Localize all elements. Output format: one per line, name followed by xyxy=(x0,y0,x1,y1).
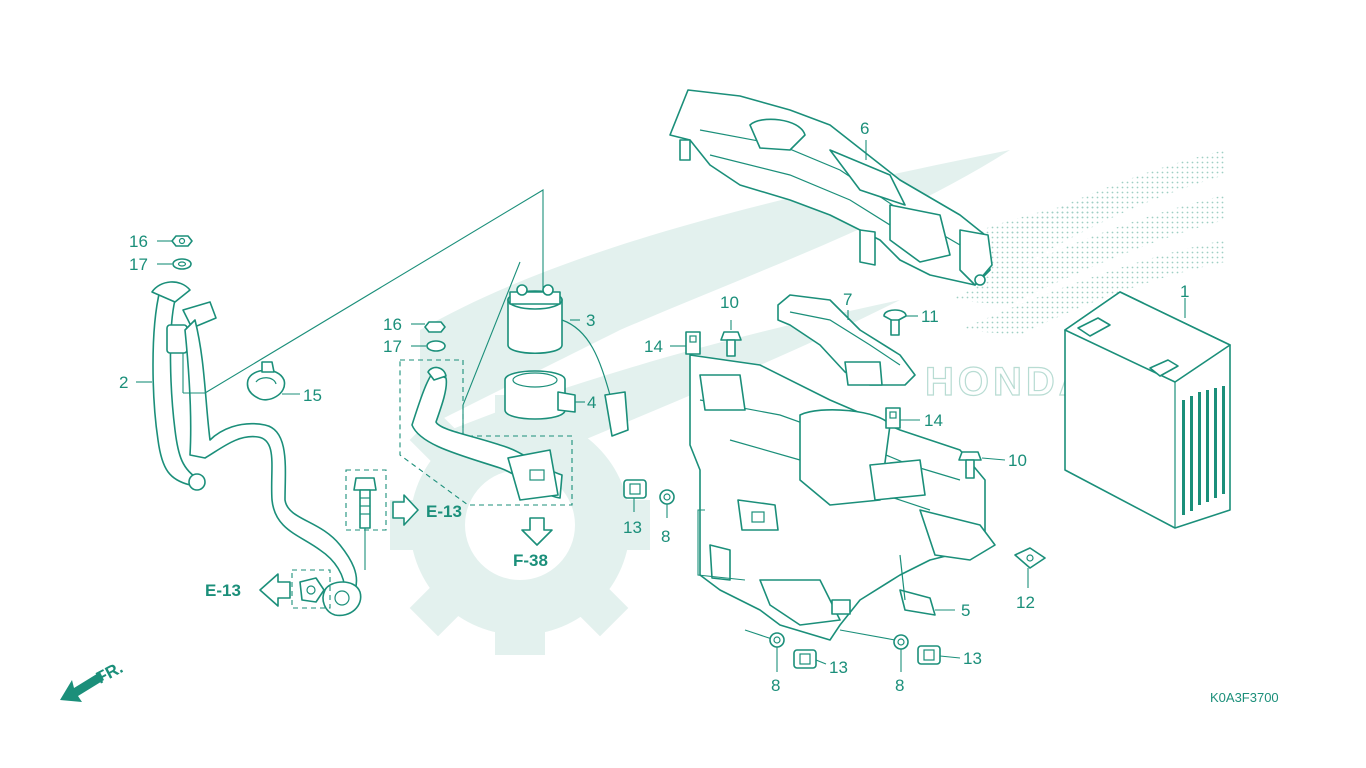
washer-8-right xyxy=(893,634,909,672)
ref-f38: F-38 xyxy=(513,517,553,570)
callout-14-top: 14 xyxy=(644,337,663,356)
callout-11: 11 xyxy=(921,307,939,326)
callout-5: 5 xyxy=(961,601,970,620)
watermark-wing xyxy=(930,150,1225,335)
washer-17-left xyxy=(172,258,192,270)
grommet-13-left xyxy=(623,479,647,512)
callout-10-right: 10 xyxy=(1008,451,1027,470)
battery-ribs xyxy=(1182,386,1225,515)
battery-holder xyxy=(777,294,916,386)
callout-14-right: 14 xyxy=(924,411,943,430)
ref-e13-left-label: E-13 xyxy=(205,581,241,600)
ref-e13-right: E-13 xyxy=(392,494,462,526)
clip-14-top xyxy=(670,331,701,355)
callout-2: 2 xyxy=(119,373,128,392)
relay-group xyxy=(204,189,629,506)
grommet-13-right xyxy=(917,645,961,665)
nut-16-right xyxy=(424,321,446,333)
callout-10-top: 10 xyxy=(720,293,739,312)
callout-4: 4 xyxy=(587,393,596,412)
front-arrow-icon xyxy=(60,672,104,702)
clamp-15 xyxy=(246,361,286,401)
callout-13-right: 13 xyxy=(963,649,982,668)
callout-17-left: 17 xyxy=(129,255,148,274)
ref-e13-left: E-13 xyxy=(205,573,291,607)
bolt xyxy=(345,469,387,570)
callout-6: 6 xyxy=(860,119,869,138)
callout-13-bottom: 13 xyxy=(829,658,848,677)
callout-16-right: 16 xyxy=(383,315,402,334)
diagram-code: K0A3F3700 xyxy=(1210,690,1279,705)
battery-cover xyxy=(669,89,993,286)
nut-12 xyxy=(1014,547,1046,588)
battery-tray xyxy=(689,354,996,641)
ref-f38-label: F-38 xyxy=(513,551,548,570)
battery xyxy=(1064,291,1231,529)
callout-12: 12 xyxy=(1016,593,1035,612)
bolt-10-right xyxy=(958,451,1006,479)
rivet-11 xyxy=(883,309,918,336)
nut-16-left xyxy=(171,235,193,247)
callout-16-left: 16 xyxy=(129,232,148,251)
callout-8-left: 8 xyxy=(661,527,670,546)
callout-7: 7 xyxy=(843,290,852,309)
washer-17-right xyxy=(426,340,446,352)
callouts: 1 2 3 4 5 6 7 8 8 8 10 10 11 12 13 13 13… xyxy=(119,119,1189,695)
callout-17-right: 17 xyxy=(383,337,402,356)
callout-13-left: 13 xyxy=(623,518,642,537)
front-marker: FR. xyxy=(60,658,126,702)
callout-15: 15 xyxy=(303,386,322,405)
grommet-13-bottom xyxy=(793,649,827,669)
clip-14-right xyxy=(885,407,920,429)
battery-cable xyxy=(151,281,362,617)
callout-3: 3 xyxy=(586,311,595,330)
ref-e13-right-label: E-13 xyxy=(426,502,462,521)
washer-8-bottom xyxy=(769,632,785,672)
callout-8-bottom: 8 xyxy=(771,676,780,695)
watermark-text: HONDA xyxy=(925,360,1092,404)
washer-8-left xyxy=(659,489,675,518)
flange-nut xyxy=(291,569,331,609)
callout-1: 1 xyxy=(1180,282,1189,301)
bolt-10-top xyxy=(720,320,742,357)
callout-8-right: 8 xyxy=(895,676,904,695)
